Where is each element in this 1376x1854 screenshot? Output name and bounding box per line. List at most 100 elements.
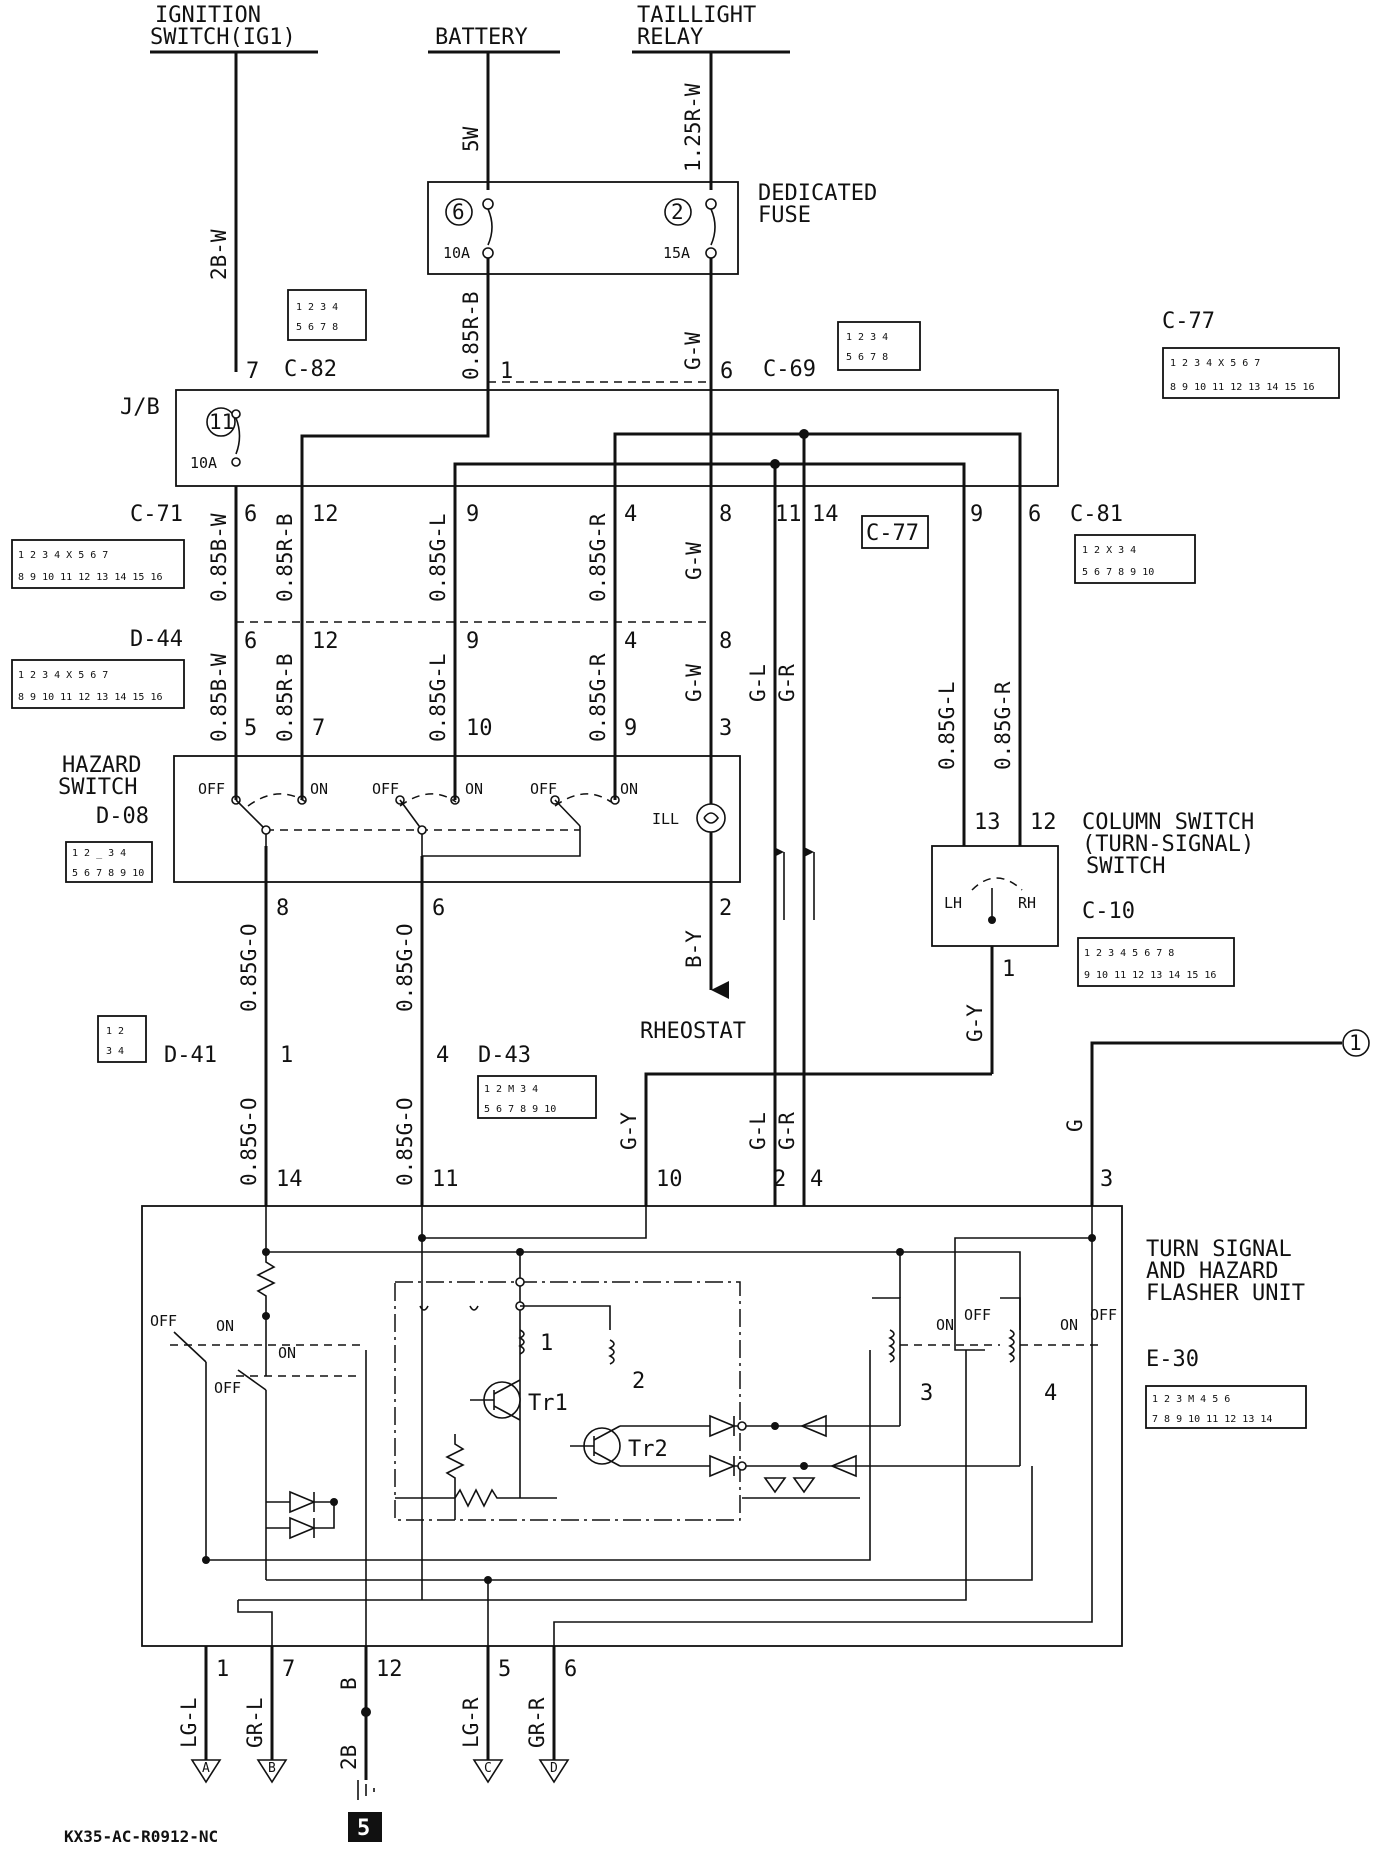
connector-icon-d43: 1 2 M 3 4 5 6 7 8 9 10 [477, 1075, 597, 1119]
svg-text:8 9 10 11 12 13 14 15 16: 8 9 10 11 12 13 14 15 16 [1170, 382, 1315, 393]
d43-label: D-43 [478, 1043, 531, 1068]
page-ref: 1 [1349, 1031, 1362, 1055]
svg-text:5 6 7 8 9 10: 5 6 7 8 9 10 [1082, 567, 1154, 578]
harness-3-upper: 0.85G-L [426, 513, 450, 602]
fl-title-3: FLASHER UNIT [1146, 1281, 1305, 1306]
jb-bot-pin-4: 4 [624, 502, 637, 527]
col-lh: LH [944, 894, 962, 912]
hz-out-wire-1: 0.85G-O [237, 923, 261, 1012]
fl-wire-14: 0.85G-O [237, 1097, 261, 1186]
hazard-title-2: SWITCH [58, 775, 137, 800]
connector-icon-c10: 1 2 3 4 5 6 7 8 9 10 11 12 13 14 15 16 [1077, 937, 1235, 987]
c77-mid-label: C-77 [866, 521, 919, 546]
taillight-label-2: RELAY [637, 25, 703, 50]
fl-bot-pin-5: 5 [498, 1657, 511, 1682]
harness-2-upper: 0.85R-B [273, 513, 297, 602]
col-out-wire: G-Y [963, 1004, 987, 1042]
svg-text:1 2 3 4: 1 2 3 4 [846, 332, 888, 343]
hz-off-3: OFF [530, 780, 557, 798]
c81-label: C-81 [1070, 502, 1123, 527]
svg-text:5 6 7 8: 5 6 7 8 [846, 352, 888, 363]
battery-label: BATTERY [435, 25, 528, 50]
connector-icon-c71: 1 2 3 4 X 5 6 7 8 9 10 11 12 13 14 15 16 [11, 539, 185, 589]
d41-pin-1: 1 [280, 1043, 293, 1068]
tr1-label: Tr1 [528, 1391, 568, 1416]
col-title-1: COLUMN SWITCH [1082, 810, 1254, 835]
harness-4-upper: 0.85G-R [586, 513, 610, 602]
rheostat-label: RHEOSTAT [640, 1019, 746, 1044]
fl-wire-4: G-R [775, 1112, 799, 1150]
sw-pin-5: 3 [719, 716, 732, 741]
jb-bot-pin-3: 9 [466, 502, 479, 527]
flasher-top-wires: 0.85G-O 0.85G-O G-Y G-L G-R G [237, 1097, 1087, 1186]
fl-pin-4: 4 [810, 1167, 823, 1192]
hz-out-wire-2: 0.85G-O [393, 923, 417, 1012]
column-switch: 13 12 COLUMN SWITCH (TURN-SIGNAL) SWITCH… [931, 810, 1254, 987]
hz-out-pin-3: 2 [719, 896, 732, 921]
svg-text:1 2 X 3 4: 1 2 X 3 4 [1082, 545, 1136, 556]
fl-bot-pin-1: 1 [216, 1657, 229, 1682]
harness-2-lower: 0.85R-B [273, 653, 297, 742]
taillight-source: TAILLIGHT RELAY [632, 3, 790, 54]
harness-5-upper: G-W [682, 542, 706, 580]
sw-pin-3: 10 [466, 716, 493, 741]
relay3-on: ON [936, 1316, 954, 1334]
col-wire-gr: 0.85G-R [991, 681, 1015, 770]
hz-ill: ILL [652, 810, 679, 828]
d44-pin-1: 6 [244, 629, 257, 654]
svg-text:1 2 3 4 X 5 6 7: 1 2 3 4 X 5 6 7 [18, 670, 108, 681]
fl-bot-wire-lgl: LG-L [177, 1697, 201, 1748]
jb-bot-pin-8: 9 [970, 502, 983, 527]
harness-5-lower: G-W [682, 664, 706, 702]
d44-pin-2: 12 [312, 629, 339, 654]
relay3-off: OFF [964, 1306, 991, 1324]
fl-bot-pin-6: 6 [564, 1657, 577, 1682]
fl-pin-11: 11 [432, 1167, 459, 1192]
col-rh: RH [1018, 894, 1036, 912]
col-pin-1: 1 [1002, 957, 1015, 982]
coil-label-4: 4 [1044, 1381, 1057, 1406]
fl-pin-2: 2 [773, 1167, 786, 1192]
ignition-source: IGNITION SWITCH(IG1) [150, 3, 318, 54]
fl-bot-wire-lgr: LG-R [459, 1697, 483, 1748]
hz-out-wire-3: B-Y [682, 930, 706, 968]
side-wire-gl: G-L [746, 664, 770, 702]
fuse-b-amp: 15A [663, 244, 690, 262]
fl-bot-wire-b: B [337, 1677, 361, 1690]
sw-pin-1: 5 [244, 716, 257, 741]
fl-wire-2: G-L [746, 1112, 770, 1150]
fl-sw-off-2: OFF [214, 1379, 241, 1397]
jb-bot-pin-5: 8 [719, 502, 732, 527]
fl-sw-on-2: ON [278, 1344, 296, 1362]
svg-text:1 2 3 M 4 5 6: 1 2 3 M 4 5 6 [1152, 1394, 1230, 1405]
col-pin-12: 12 [1030, 810, 1057, 835]
svg-text:3 4: 3 4 [106, 1046, 124, 1057]
hazard-title-1: HAZARD [62, 753, 141, 778]
col-pin-13: 13 [974, 810, 1001, 835]
jb-pin-1: 1 [500, 359, 513, 384]
fl-wire-11: 0.85G-O [393, 1097, 417, 1186]
coil-label-2: 2 [632, 1369, 645, 1394]
d44-pin-3: 9 [466, 629, 479, 654]
d41-pin-2: 4 [436, 1043, 449, 1068]
connector-icon-d08: 1 2 _ 3 4 5 6 7 8 9 10 [65, 841, 153, 883]
fl-pin-3: 3 [1100, 1167, 1113, 1192]
hz-out-pin-1: 8 [276, 896, 289, 921]
wire-2b-w: 2B-W [207, 229, 231, 280]
fl-sw-on-1: ON [216, 1317, 234, 1335]
connector-icon-c81: 1 2 X 3 4 5 6 7 8 9 10 [1074, 534, 1196, 584]
harness-4-lower: 0.85G-R [586, 653, 610, 742]
junction-block: J/B 7 C-82 1 6 C-69 11 10A [120, 357, 1059, 487]
coil-label-3: 3 [920, 1381, 933, 1406]
wire-5w: 5W [459, 126, 483, 152]
jb-label: J/B [120, 395, 160, 420]
fl-bot-wire-grl: GR-L [243, 1697, 267, 1748]
terminal-b-label: B [268, 1761, 276, 1776]
terminal-c: C [472, 1759, 504, 1784]
svg-text:9 10 11 12 13 14 15 16: 9 10 11 12 13 14 15 16 [1084, 970, 1216, 981]
svg-text:1 2 3 4 5 6 7 8: 1 2 3 4 5 6 7 8 [1084, 948, 1174, 959]
d44-pin-4: 4 [624, 629, 637, 654]
d08-label: D-08 [96, 804, 149, 829]
d44-pin-5: 8 [719, 629, 732, 654]
